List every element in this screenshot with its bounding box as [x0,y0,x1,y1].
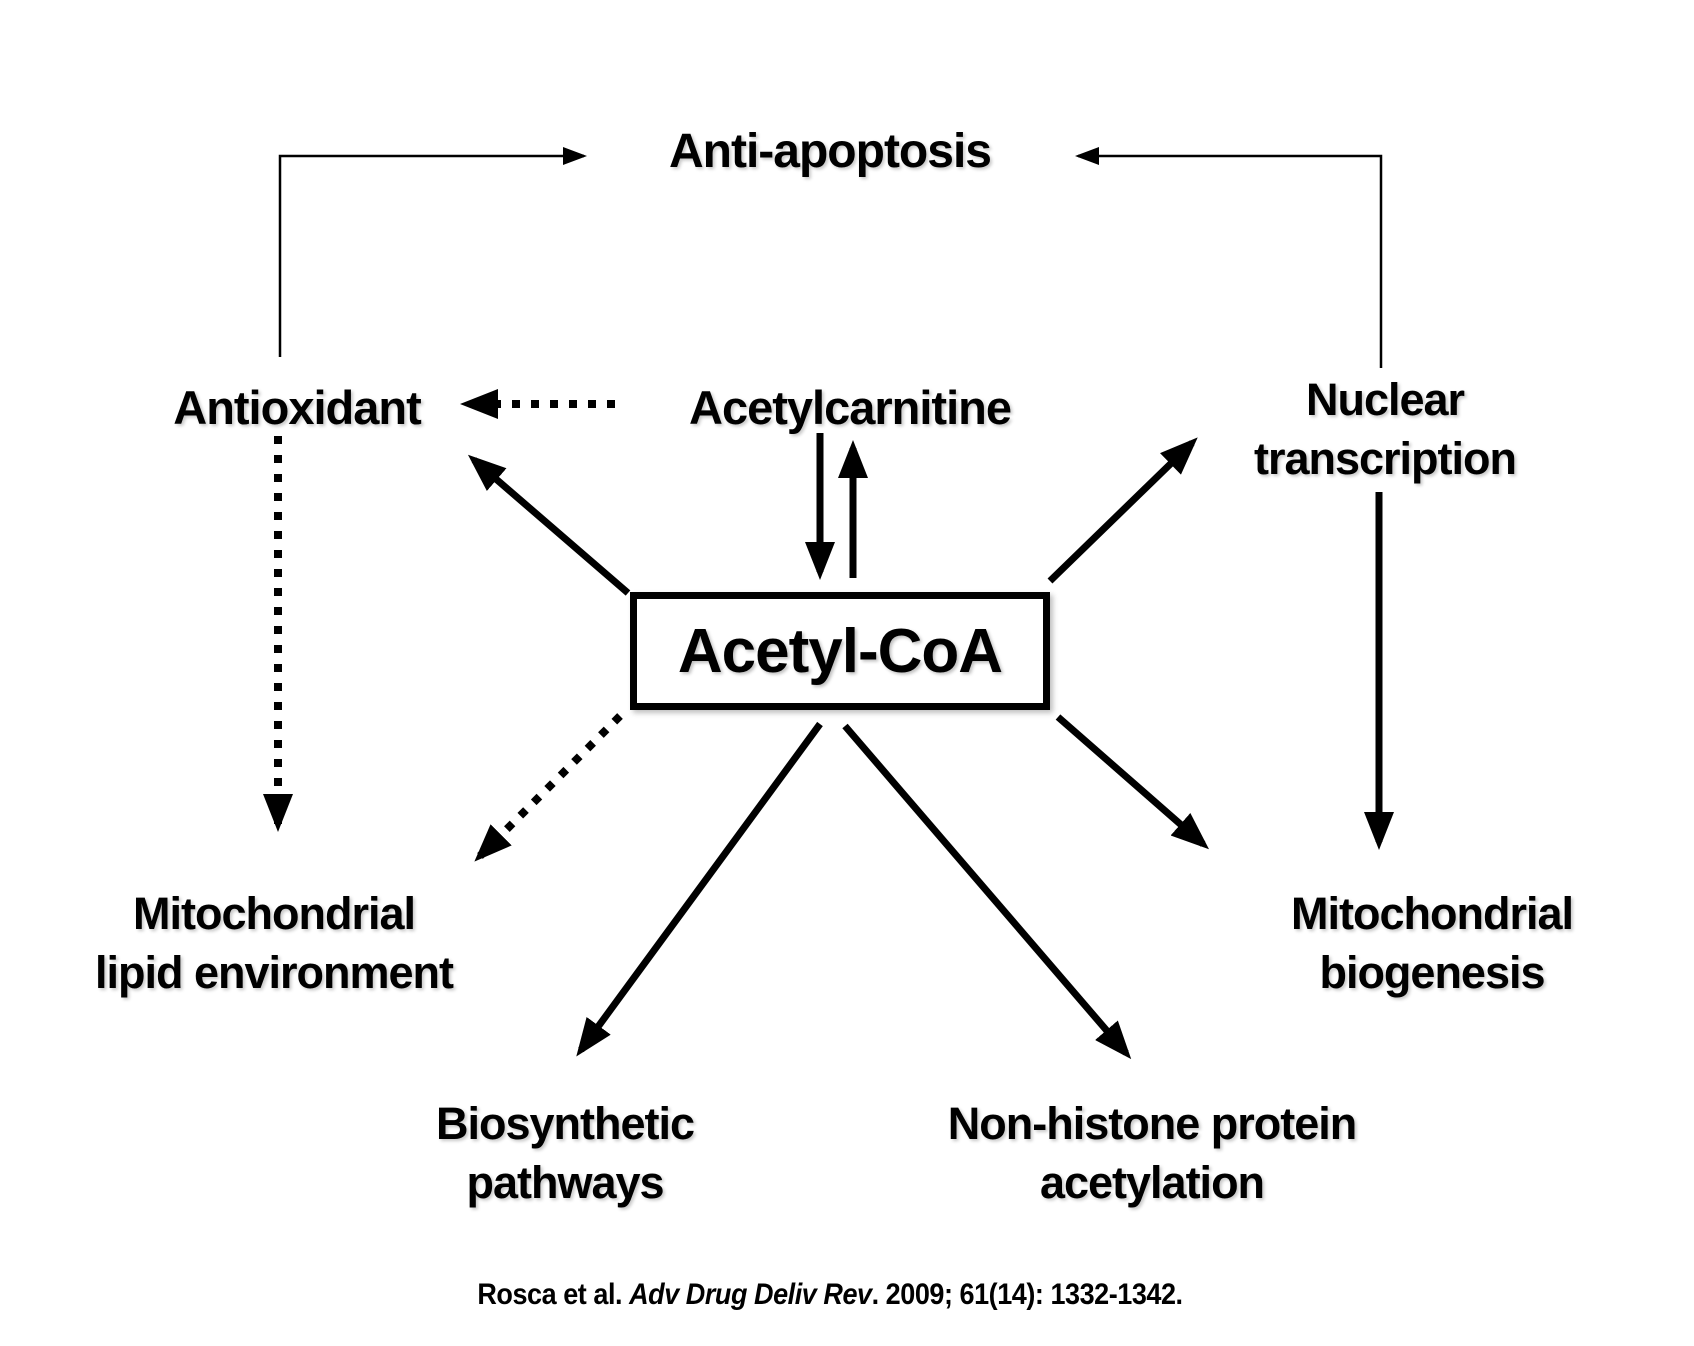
arrow-acetylcoa-to-biogenesis [1055,714,1210,850]
citation: Rosca et al. Adv Drug Deliv Rev. 2009; 6… [452,1278,1208,1312]
node-nuclear-transcription: Nuclear transcription [1185,370,1585,489]
node-anti-apoptosis: Anti-apoptosis [669,125,992,178]
node-acetyl-coa-box: Acetyl-CoA [630,592,1050,710]
node-acetylcarnitine: Acetylcarnitine [689,381,1012,434]
arrow-antioxidant-to-antiapoptosis [278,147,587,357]
citation-journal: Adv Drug Deliv Rev [629,1278,872,1311]
citation-authors: Rosca et al. [477,1278,630,1311]
arrow-acetylcoa-to-antioxidant [467,454,631,596]
arrow-dotted-acetylcoa-to-lipid [474,713,623,862]
node-acetyl-coa-label: Acetyl-CoA [677,616,1003,686]
node-biosynthetic-line1: Biosynthetic [435,1098,695,1149]
node-non-histone-protein-acetylation: Non-histone protein acetylation [912,1094,1392,1213]
node-mito-lipid-line2: lipid environment [94,947,454,999]
arrow-acetylcoa-to-biosynthetic [576,721,823,1057]
node-antioxidant: Antioxidant [173,381,421,434]
node-biosynthetic-line2: pathways [466,1157,664,1209]
node-mitochondrial-biogenesis: Mitochondrial biogenesis [1212,884,1652,1003]
node-mito-biogenesis-line2: biogenesis [1319,947,1545,999]
node-mitochondrial-lipid-environment: Mitochondrial lipid environment [54,884,494,1003]
node-mito-lipid-line1: Mitochondrial [133,888,416,939]
node-mito-biogenesis-line1: Mitochondrial [1291,888,1574,939]
node-non-histone-line1: Non-histone protein [947,1098,1357,1149]
node-nuclear-transcription-line2: transcription [1253,433,1517,485]
citation-details: . 2009; 61(14): 1332-1342. [871,1278,1183,1311]
node-biosynthetic-pathways: Biosynthetic pathways [345,1094,785,1213]
node-nuclear-transcription-line1: Nuclear [1305,374,1465,425]
node-non-histone-line2: acetylation [1039,1157,1265,1209]
arrow-nuclear-to-antiapoptosis [1075,147,1383,368]
arrow-acetylcoa-to-nonhistone [842,723,1132,1060]
arrow-acetylcoa-to-nuclear [1047,437,1198,584]
